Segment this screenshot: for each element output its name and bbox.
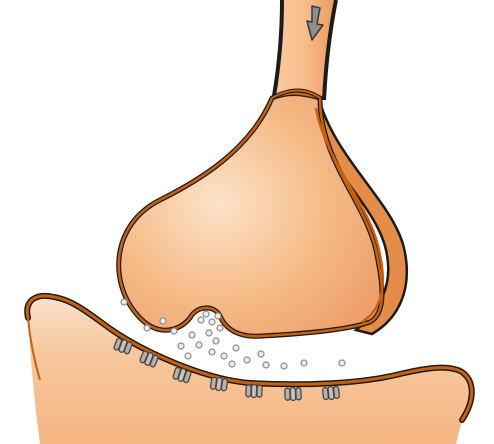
vesicle <box>171 328 177 334</box>
vesicle <box>281 363 287 369</box>
vesicle <box>209 349 215 355</box>
vesicle <box>244 357 250 363</box>
vesicle <box>221 353 227 359</box>
vesicle <box>189 332 195 338</box>
vesicle <box>339 360 345 366</box>
vesicle <box>209 319 215 325</box>
vesicle <box>258 351 264 357</box>
receptor <box>246 384 262 398</box>
vesicle <box>178 343 184 349</box>
vesicle <box>185 353 191 359</box>
receptor <box>285 387 301 401</box>
vesicle <box>203 311 209 317</box>
vesicle <box>160 318 166 324</box>
vesicle <box>196 342 202 348</box>
vesicle <box>263 362 269 368</box>
vesicle <box>144 325 150 331</box>
receptor <box>322 386 339 401</box>
vesicle <box>213 338 219 344</box>
vesicle <box>301 360 307 366</box>
vesicle <box>217 325 223 331</box>
presynaptic-terminal <box>119 0 407 336</box>
receptor <box>210 376 228 391</box>
vesicle <box>233 345 239 351</box>
vesicle <box>215 313 221 319</box>
vesicle <box>121 299 127 305</box>
vesicle <box>206 330 212 336</box>
vesicle <box>198 317 204 323</box>
vesicle <box>229 361 235 367</box>
